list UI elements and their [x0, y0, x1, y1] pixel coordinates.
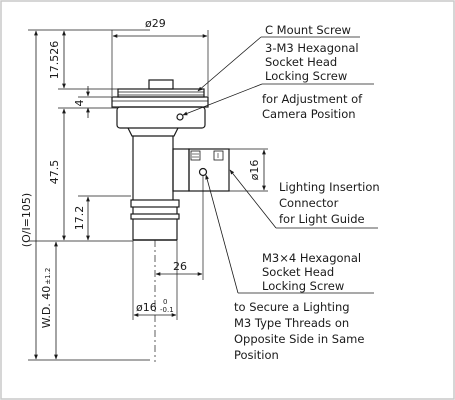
callout-adjust-line1: for Adjustment of	[262, 92, 363, 106]
callout-secure-line1: to Secure a Lighting	[234, 300, 350, 314]
callout-c-mount: C Mount Screw	[265, 23, 351, 37]
callout-secure-line2: M3 Type Threads on	[234, 316, 349, 330]
housing-taper	[127, 127, 179, 137]
tip-tolerance-lower: -0.1	[160, 306, 174, 314]
lower-ring-upper	[130, 199, 180, 208]
callout-m3x4-line3: Locking Screw	[262, 279, 344, 293]
connector-diameter-label: ø16	[248, 160, 261, 181]
m3x4-screw-icon	[198, 167, 208, 177]
callout-m3-hex-line3: Locking Screw	[265, 69, 347, 83]
callout-secure-line4: Position	[234, 348, 279, 362]
body-length-label: 47.5	[48, 160, 61, 185]
hex-screw-icon	[176, 113, 184, 121]
working-distance-label: W.D. 40±1.2	[40, 268, 53, 329]
callout-m3-hex-line2: Socket Head	[265, 55, 337, 69]
callout-lighting-line2: Connector	[279, 196, 339, 210]
working-distance-tolerance: ±1.2	[44, 268, 52, 285]
callout-adjust-line2: Camera Position	[262, 107, 356, 121]
leader-lines	[182, 36, 378, 294]
lower-length-label: 17.2	[73, 206, 86, 231]
dimension-labels: ø29 17.526 4 47.5 17.2 (O/I=105) W.D. 40…	[20, 17, 261, 328]
callout-m3-hex-line1: 3-M3 Hexagonal	[265, 41, 359, 55]
lens-body	[111, 79, 230, 241]
callout-secure-line3: Opposite Side in Same	[234, 332, 364, 346]
callout-lighting-line1: Lighting Insertion	[279, 180, 380, 194]
overall-length-label: (O/I=105)	[20, 193, 33, 247]
lower-ring-lower	[130, 213, 180, 220]
connector-offset-label: 26	[173, 260, 187, 273]
callout-lighting-line3: for Light Guide	[279, 212, 365, 226]
c-mount-thread	[117, 88, 205, 98]
top-mount-stub	[148, 79, 174, 90]
lighting-port-block	[172, 148, 190, 192]
upper-collar	[111, 96, 209, 108]
top-diameter-label: ø29	[145, 17, 166, 30]
callout-m3x4-line1: M3×4 Hexagonal	[262, 251, 361, 265]
dimension-lines	[28, 29, 268, 362]
collar-height-label: 4	[73, 100, 86, 107]
callout-labels: C Mount Screw 3-M3 Hexagonal Socket Head…	[234, 23, 380, 362]
main-housing	[116, 106, 206, 129]
lighting-connector	[188, 148, 230, 192]
tip-tolerance-upper: 0	[163, 298, 167, 306]
tip-diameter-label: ø16	[136, 301, 157, 314]
callout-m3x4-line2: Socket Head	[262, 265, 334, 279]
upper-height-label: 17.526	[48, 41, 61, 80]
